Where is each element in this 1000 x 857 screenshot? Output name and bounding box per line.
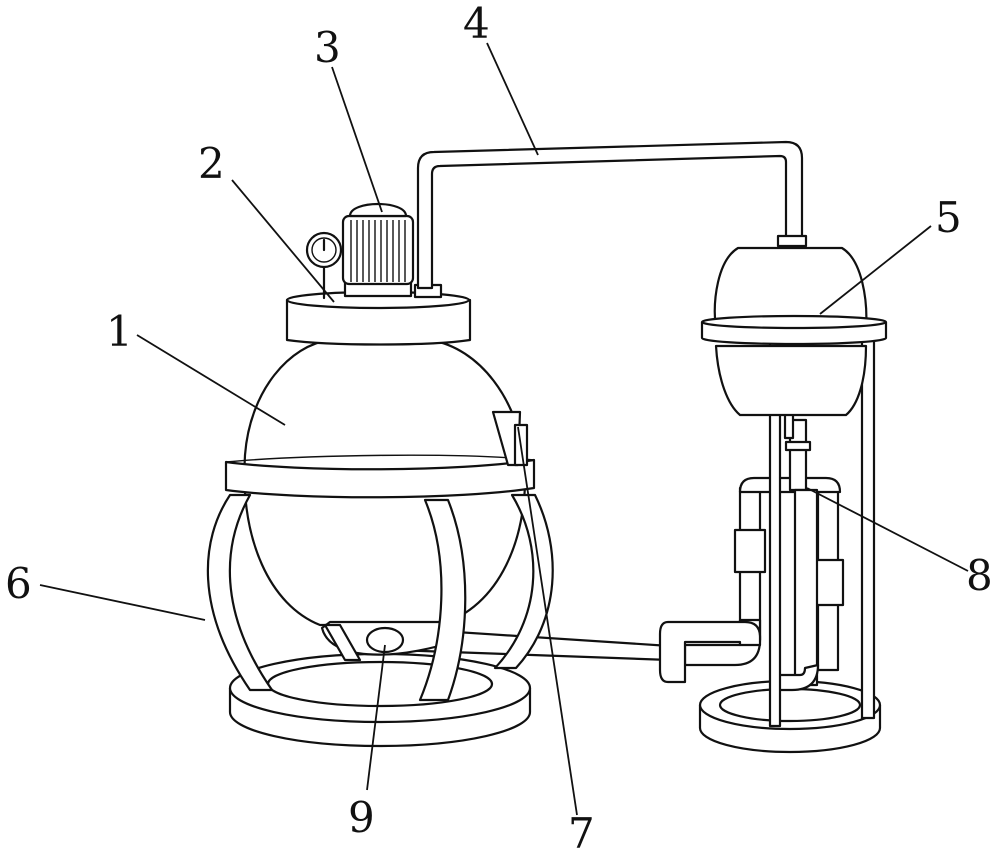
callout-2: 2 — [198, 139, 225, 188]
separator-chamber — [713, 246, 868, 417]
left-base-ring — [228, 652, 532, 748]
mounting-plate — [700, 314, 888, 346]
callout-6: 6 — [5, 559, 32, 608]
callout-labels: 1 2 3 4 5 6 7 8 9 — [5, 0, 993, 857]
motor — [341, 202, 415, 298]
callout-3: 3 — [314, 23, 341, 72]
tank-lid — [285, 290, 472, 346]
callout-8: 8 — [966, 551, 993, 600]
callout-1: 1 — [106, 307, 133, 356]
support-legs — [206, 493, 554, 702]
support-ring-band — [224, 454, 536, 499]
top-pipe — [413, 140, 808, 299]
pump-pipes — [658, 418, 845, 692]
callout-4: 4 — [463, 0, 490, 48]
right-base-ring — [698, 679, 882, 754]
leader-lines — [39, 42, 969, 816]
callout-7: 7 — [568, 809, 595, 857]
pressure-gauge-icon — [305, 231, 343, 300]
callout-9: 9 — [348, 793, 375, 842]
callout-5: 5 — [935, 193, 962, 242]
